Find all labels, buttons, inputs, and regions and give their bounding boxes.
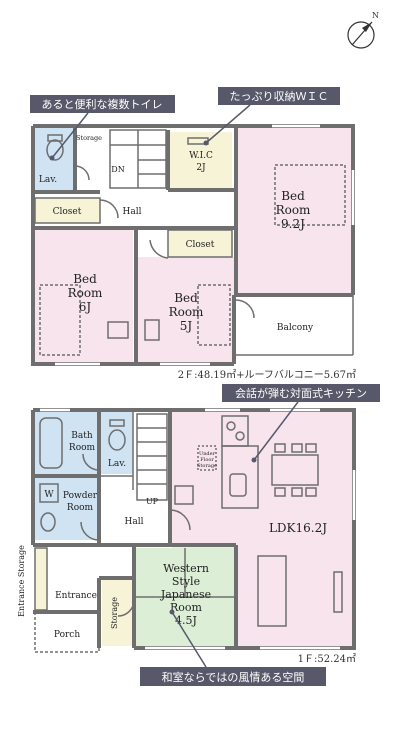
- japanese-room-label-2: Style: [172, 575, 200, 588]
- callout-wic: たっぷり収納ＷＩＣ: [203, 87, 340, 146]
- bedroom-5j: [136, 257, 234, 362]
- callout-toilet-text: あると便利な複数トイレ: [42, 97, 163, 111]
- storage-2f: [75, 128, 103, 146]
- entrance-label: Entrance: [55, 591, 97, 601]
- powder-room-label-2: Room: [67, 503, 94, 513]
- north-compass-icon: N: [347, 11, 379, 49]
- japanese-room-label-4: Room: [170, 601, 203, 614]
- bedroom-9j-label-3: 9.2J: [281, 217, 305, 231]
- svg-text:N: N: [372, 11, 379, 20]
- bedroom-5j-label-1: Bed: [174, 291, 198, 305]
- powder-room-label-1: Powder: [63, 491, 98, 501]
- porch-label: Porch: [54, 630, 80, 640]
- closet-left-label: Closet: [53, 207, 82, 217]
- lav-1f-label: Lav.: [108, 459, 126, 469]
- callout-japanese-text: 和室ならではの風情ある空間: [162, 670, 305, 684]
- bedroom-5j-label-2: Room: [169, 305, 204, 319]
- japanese-room-label-3: Japanese: [160, 588, 211, 601]
- up-label: UP: [146, 497, 159, 506]
- wic-label: W.I.C: [189, 151, 213, 161]
- wic-size-label: 2J: [196, 163, 206, 173]
- bath-room: [35, 412, 99, 474]
- closet-mid-2f: [168, 230, 232, 257]
- bedroom-5j-label-3: 5J: [180, 319, 193, 333]
- wic-room: [170, 132, 232, 188]
- washer-label: W: [44, 490, 54, 500]
- lav-1f: [101, 412, 133, 474]
- bedroom-9j: [236, 128, 351, 293]
- bath-room-label-2: Room: [69, 443, 96, 453]
- callout-japanese: 和室ならではの風情ある空間: [140, 609, 326, 686]
- japanese-room-label-5: 4.5J: [175, 614, 197, 627]
- entrance-storage-label: Entrance Storage: [17, 545, 26, 617]
- bedroom-9j-label-2: Room: [276, 203, 311, 217]
- floor2-area: 2Ｆ:48.19㎡+ルーフバルコニー5.67㎡: [178, 369, 356, 381]
- floor-2f: Storage Lav. DN W.I.C 2J Closet Hall Clo…: [31, 124, 356, 381]
- dn-label: DN: [111, 165, 124, 174]
- floor1-area: 1Ｆ:52.24㎡: [298, 653, 356, 665]
- callout-toilet: あると便利な複数トイレ: [30, 95, 175, 161]
- underfloor-label-3: Storage: [197, 463, 217, 469]
- closet-left-2f: [35, 198, 100, 223]
- callout-wic-text: たっぷり収納ＷＩＣ: [230, 90, 329, 103]
- balcony-label: Balcony: [277, 323, 314, 333]
- powder-room: [35, 478, 99, 540]
- callout-kitchen-text: 会話が弾む対面式キッチン: [235, 386, 367, 400]
- bedroom-9j-label-1: Bed: [281, 189, 305, 203]
- storage-2f-label: Storage: [76, 134, 102, 142]
- storage-1f-label: Storage: [110, 597, 119, 629]
- bath-room-label-1: Bath: [71, 431, 93, 441]
- hall-2f-label: Hall: [123, 207, 142, 217]
- ldk-label: LDK16.2J: [269, 521, 327, 535]
- bedroom-6j: [35, 230, 133, 362]
- callout-kitchen: 会話が弾む対面式キッチン: [222, 384, 380, 463]
- entrance-storage-box: [35, 548, 47, 610]
- lav-2f-label: Lav.: [39, 175, 57, 185]
- underfloor-label-2: Floor: [200, 457, 214, 463]
- bedroom-6j-label-2: Room: [68, 286, 103, 300]
- japanese-room-label-1: Western: [163, 562, 209, 575]
- bedroom-6j-label-3: 6J: [79, 300, 92, 314]
- floor-1f: Bath Room Lav. W Powder Room UP Hall Und…: [17, 408, 356, 665]
- underfloor-label-1: Under: [199, 451, 216, 457]
- balcony: [236, 297, 351, 355]
- hall-1f-label: Hall: [125, 517, 144, 527]
- closet-mid-label: Closet: [186, 240, 215, 250]
- bedroom-6j-label-1: Bed: [73, 272, 97, 286]
